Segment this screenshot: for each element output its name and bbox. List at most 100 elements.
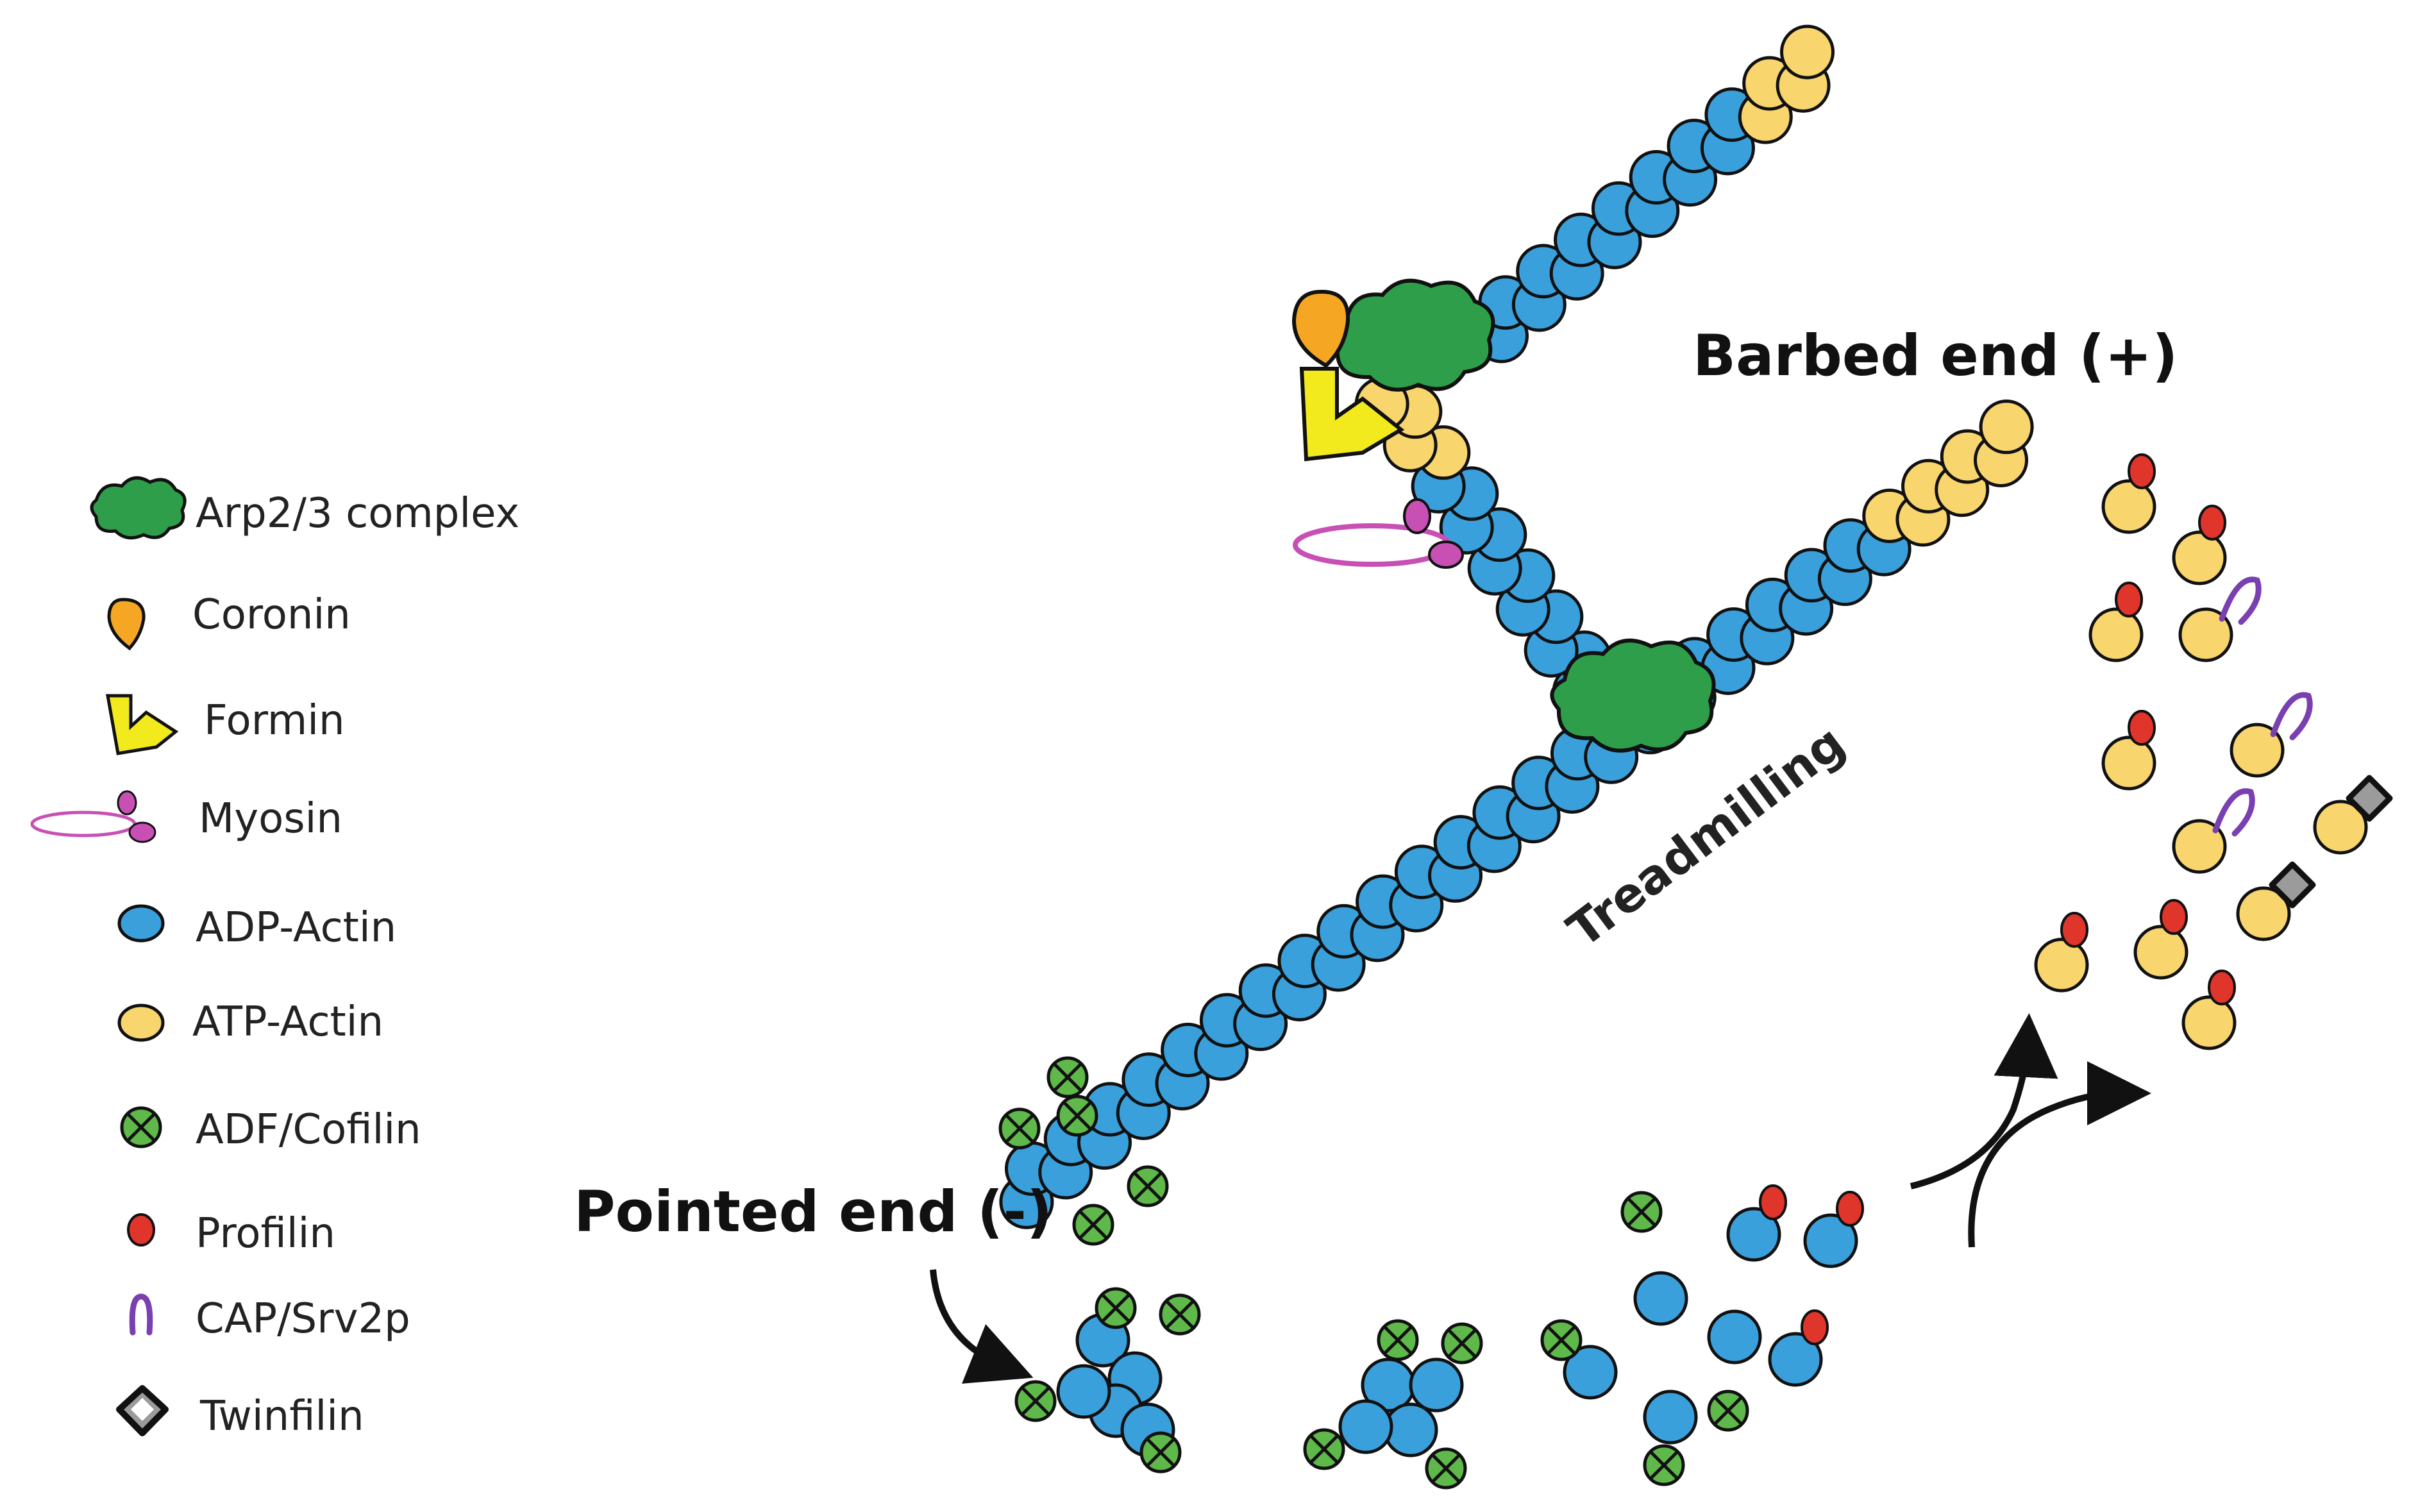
- profilin-molecule: [2128, 710, 2156, 746]
- cofilin-molecule: [1095, 1287, 1137, 1329]
- formin-on-filament: [1299, 367, 1405, 462]
- arp23-complex-upper: [1329, 278, 1495, 392]
- legend-label-formin: Formin: [204, 697, 345, 744]
- profilin-molecule: [1759, 1184, 1787, 1220]
- legend-label-adf-cofilin: ADF/Cofilin: [196, 1106, 421, 1154]
- atp-actin-subunit: [2178, 607, 2233, 662]
- cofilin-cross: [1310, 1435, 1338, 1463]
- cofilin-molecule: [1159, 1293, 1201, 1336]
- adp-actin-subunit: [1409, 1357, 1464, 1413]
- adp-actin-subunit: [1633, 1271, 1688, 1326]
- cap-srv2p-molecule: [2219, 576, 2262, 625]
- recycled-monomer-pool: [2034, 453, 2393, 1050]
- arp23-complex-icon: [90, 476, 187, 540]
- adp-actin-subunit: [1803, 1213, 1858, 1268]
- cofilin-cross: [1547, 1326, 1575, 1354]
- legend-label-arp23: Arp2/3 complex: [196, 490, 519, 537]
- profilin-molecule: [1836, 1191, 1864, 1227]
- barbed-end-label: Barbed end (+): [1693, 323, 2178, 389]
- legend-label-coronin: Coronin: [192, 591, 351, 639]
- atp-actin-subunit: [2133, 925, 2188, 980]
- cofilin-molecule: [1540, 1319, 1583, 1361]
- profilin-molecule: [2160, 899, 2188, 935]
- arrow-depolymerization: [930, 1269, 1034, 1384]
- cofilin-cross: [1054, 1063, 1082, 1091]
- atp-actin-subunit: [2101, 479, 2156, 534]
- cofilin-cross: [1166, 1300, 1194, 1329]
- cofilin-molecule: [1046, 1056, 1089, 1098]
- legend-label-twinfilin: Twinfilin: [199, 1393, 364, 1440]
- adp-actin-subunit: [1338, 1399, 1393, 1454]
- atp-actin-subunit: [2088, 607, 2144, 662]
- adp-actin-icon: [117, 904, 165, 943]
- atp-actin-icon: [117, 1004, 165, 1042]
- cofilin-molecule: [1303, 1428, 1345, 1470]
- cofilin-molecule: [1014, 1380, 1057, 1422]
- profilin-icon: [127, 1213, 155, 1247]
- pointed-end-label: Pointed end (-): [574, 1179, 1052, 1245]
- myosin-on-filament: [1293, 498, 1464, 569]
- atp-actin-subunit: [2236, 886, 2291, 941]
- legend-label-profilin: Profilin: [196, 1210, 335, 1257]
- legend-label-adp-actin: ADP-Actin: [196, 904, 396, 952]
- cofilin-molecule: [1425, 1447, 1467, 1490]
- cofilin-molecule: [1127, 1165, 1169, 1207]
- legend-label-cap-srv2p: CAP/Srv2p: [196, 1295, 410, 1343]
- adp-actin-subunit: [1768, 1332, 1823, 1387]
- cap-srv2p-molecule: [2212, 788, 2255, 837]
- cofilin-cross: [1627, 1198, 1656, 1226]
- arp23-complex-lower: [1550, 638, 1716, 753]
- cofilin-cross: [1448, 1329, 1476, 1357]
- profilin-molecule: [2128, 453, 2156, 489]
- cofilin-molecule: [1072, 1204, 1114, 1246]
- profilin-molecule: [1801, 1309, 1829, 1345]
- coronin-icon: [107, 598, 146, 651]
- atp-actin-subunit: [1979, 399, 2034, 455]
- profilin-molecule: [2060, 912, 2088, 948]
- adp-actin-subunit: [1056, 1364, 1111, 1419]
- cofilin-molecule: [1707, 1390, 1749, 1432]
- legend-label-atp-actin: ATP-Actin: [192, 998, 383, 1046]
- adp-actin-subunit: [1726, 1207, 1781, 1262]
- cofilin-molecule: [1377, 1319, 1419, 1361]
- twinfilin-molecule: [2346, 775, 2393, 822]
- twinfilin-molecule: [2269, 861, 2316, 909]
- twinfilin-icon: [116, 1385, 169, 1436]
- adp-actin-subunit: [1643, 1390, 1698, 1445]
- cofilin-cross: [1021, 1387, 1050, 1415]
- cofilin-molecule: [1139, 1431, 1182, 1474]
- legend-label-myosin: Myosin: [199, 795, 342, 843]
- profilin-molecule: [2115, 582, 2143, 617]
- cofilin-cross: [1005, 1114, 1034, 1143]
- formin-icon: [106, 694, 179, 755]
- cofilin-molecule: [1056, 1095, 1098, 1137]
- cap-srv2p-molecule: [2270, 692, 2313, 741]
- atp-actin-subunit: [2034, 937, 2089, 993]
- cofilin-at-pointed-end: [998, 1056, 1169, 1246]
- cofilin-cross: [1063, 1102, 1091, 1130]
- cofilin-cross: [1147, 1438, 1175, 1466]
- cofilin-molecule: [1441, 1322, 1483, 1365]
- profilin-molecule: [2208, 970, 2236, 1005]
- cofilin-cross: [1432, 1454, 1460, 1483]
- cofilin-cross: [1384, 1326, 1412, 1354]
- adp-actin-subunit: [1563, 1345, 1618, 1400]
- depolymerized-actin-clusters: [1014, 1184, 1864, 1490]
- cofilin-cross: [1714, 1397, 1742, 1425]
- cofilin-molecule: [1643, 1444, 1685, 1486]
- myosin-icon: [30, 790, 156, 843]
- legend: Arp2/3 complex Coronin Formin Myosin ADP…: [30, 476, 519, 1440]
- cofilin-cross: [1079, 1211, 1107, 1239]
- cofilin-cross: [1102, 1294, 1130, 1322]
- atp-actin-subunit: [2172, 819, 2227, 874]
- arrow-recycling-branch-a: [1910, 1013, 2058, 1189]
- atp-actin-subunit: [2101, 735, 2156, 791]
- cofilin-molecule: [1620, 1191, 1663, 1233]
- profilin-molecule: [2198, 505, 2226, 541]
- atp-actin-subunit: [2313, 800, 2368, 855]
- coronin-on-filament: [1291, 289, 1350, 368]
- atp-actin-subunit: [2172, 530, 2227, 585]
- actin-filaments: [999, 24, 2034, 1229]
- cofilin-molecule: [998, 1107, 1041, 1150]
